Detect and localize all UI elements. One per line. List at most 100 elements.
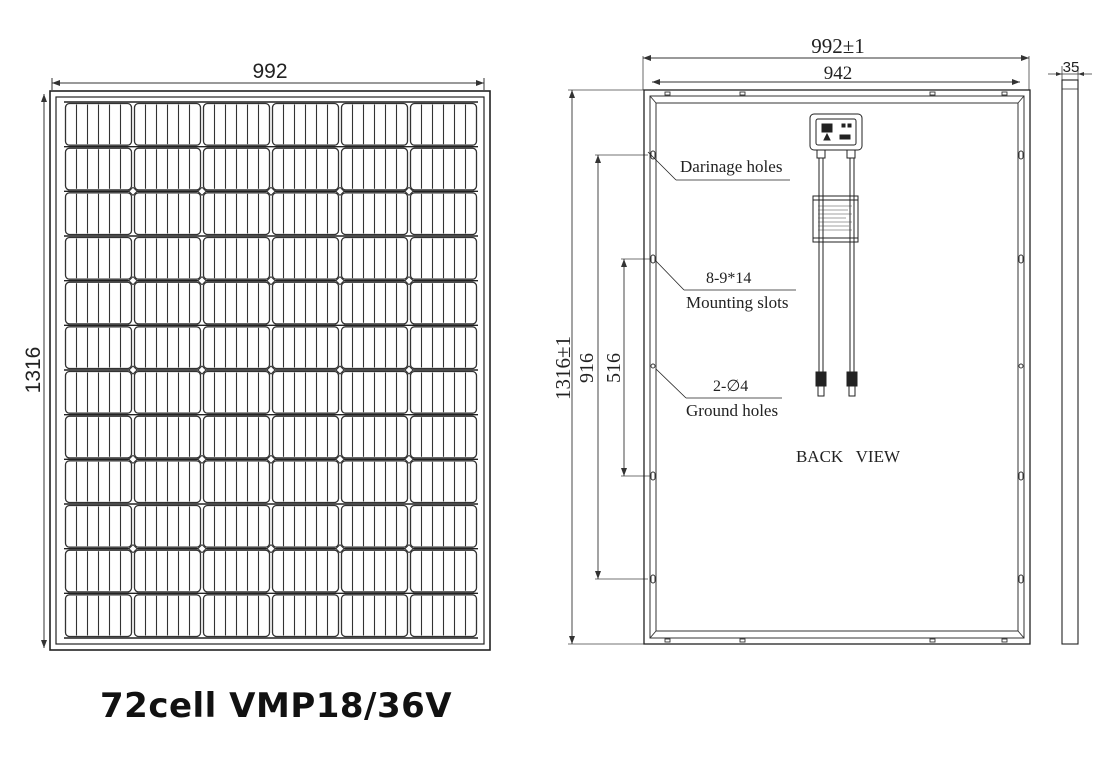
solar-cell: [133, 236, 202, 280]
solar-cell: [340, 281, 409, 325]
solar-cell: [409, 281, 478, 325]
solar-cell: [64, 326, 133, 370]
solar-cell-grid: [64, 101, 478, 639]
solar-cell: [271, 102, 340, 146]
cell-corner-marker: [335, 454, 345, 465]
cell-corner-marker: [128, 365, 138, 375]
solar-cell: [202, 192, 271, 236]
front-height-label: 1316: [22, 347, 45, 394]
cell-corner-marker: [266, 365, 276, 375]
cell-corner-marker: [128, 275, 138, 286]
solar-cell: [202, 326, 271, 370]
solar-cell: [133, 504, 202, 548]
solar-cell: [271, 549, 340, 593]
cell-corner-marker: [404, 275, 414, 286]
cell-corner-marker: [128, 186, 138, 197]
front-width-label: 992: [252, 60, 287, 83]
side-thickness-label: 35: [1063, 59, 1080, 76]
solar-cell: [64, 504, 133, 548]
solar-cell: [409, 147, 478, 191]
solar-cell: [340, 460, 409, 504]
cell-corner-marker: [128, 454, 138, 465]
solar-cell: [133, 326, 202, 370]
solar-cell: [202, 504, 271, 548]
cell-corner-marker: [197, 275, 207, 286]
solar-cell: [64, 147, 133, 191]
solar-cell: [271, 326, 340, 370]
cell-corner-marker: [128, 543, 138, 554]
solar-cell: [409, 236, 478, 280]
cell-corner-marker: [404, 543, 414, 554]
ground-span-label: 516: [603, 353, 625, 383]
mounting-slots: [650, 150, 1024, 584]
cell-corner-marker: [197, 454, 207, 465]
solar-cell: [409, 192, 478, 236]
drainage-holes: [664, 91, 1008, 643]
mount-span-label: 916: [576, 353, 598, 383]
solar-cell: [409, 549, 478, 593]
cell-corner-marker: [404, 186, 414, 197]
solar-cell: [133, 102, 202, 146]
mc4-connectors: [815, 371, 858, 397]
solar-cell: [133, 370, 202, 414]
solar-cell: [340, 326, 409, 370]
cell-corner-marker: [335, 543, 345, 554]
solar-cell: [133, 549, 202, 593]
solar-cell: [202, 102, 271, 146]
solar-cell: [64, 549, 133, 593]
solar-cell: [340, 102, 409, 146]
cell-corner-marker: [335, 186, 345, 197]
cell-corner-marker: [197, 365, 207, 375]
cell-corner-marker: [197, 543, 207, 554]
solar-cell: [409, 504, 478, 548]
solar-cell: [202, 370, 271, 414]
solar-cell: [340, 594, 409, 638]
solar-cell: [340, 370, 409, 414]
side-frame: [1061, 79, 1079, 645]
solar-cell: [133, 192, 202, 236]
back-view-label: BACK VIEW: [796, 447, 901, 466]
solar-cell: [271, 281, 340, 325]
solar-cell: [409, 102, 478, 146]
solar-cell: [271, 236, 340, 280]
front-frame: [49, 90, 491, 651]
solar-cell: [133, 594, 202, 638]
output-cables: [812, 158, 859, 372]
cell-corner-marker: [266, 454, 276, 465]
solar-cell: [271, 370, 340, 414]
solar-cell: [202, 236, 271, 280]
solar-cell: [340, 415, 409, 459]
solar-cell: [64, 415, 133, 459]
junction-box: [809, 113, 863, 159]
cell-corner-marker: [404, 365, 414, 375]
solar-cell: [340, 147, 409, 191]
back-outer-width-label: 992±1: [811, 34, 865, 58]
solar-cell: [340, 236, 409, 280]
solar-cell: [202, 594, 271, 638]
front-view: 992 1316: [22, 60, 491, 651]
ground-holes: [650, 363, 1024, 369]
solar-cell: [133, 415, 202, 459]
drainage-holes-label: Darinage holes: [680, 157, 782, 176]
solar-cell: [409, 370, 478, 414]
solar-cell: [202, 460, 271, 504]
solar-cell: [64, 370, 133, 414]
mounting-slots-label: Mounting slots: [686, 293, 789, 312]
solar-cell: [340, 504, 409, 548]
solar-cell: [133, 147, 202, 191]
solar-cell: [133, 460, 202, 504]
solar-cell: [64, 594, 133, 638]
solar-cell: [202, 281, 271, 325]
module-caption: 72cell VMP18/36V: [100, 686, 453, 726]
solar-cell: [202, 147, 271, 191]
mounting-slots-spec: 8-9*14: [706, 270, 751, 287]
cell-corner-marker: [197, 186, 207, 197]
solar-cell: [271, 594, 340, 638]
solar-cell: [202, 549, 271, 593]
solar-cell: [271, 415, 340, 459]
label-sticker: [818, 205, 852, 231]
solar-cell: [64, 236, 133, 280]
solar-cell: [64, 102, 133, 146]
solar-cell: [409, 326, 478, 370]
ground-holes-spec: 2-∅4: [713, 378, 748, 395]
